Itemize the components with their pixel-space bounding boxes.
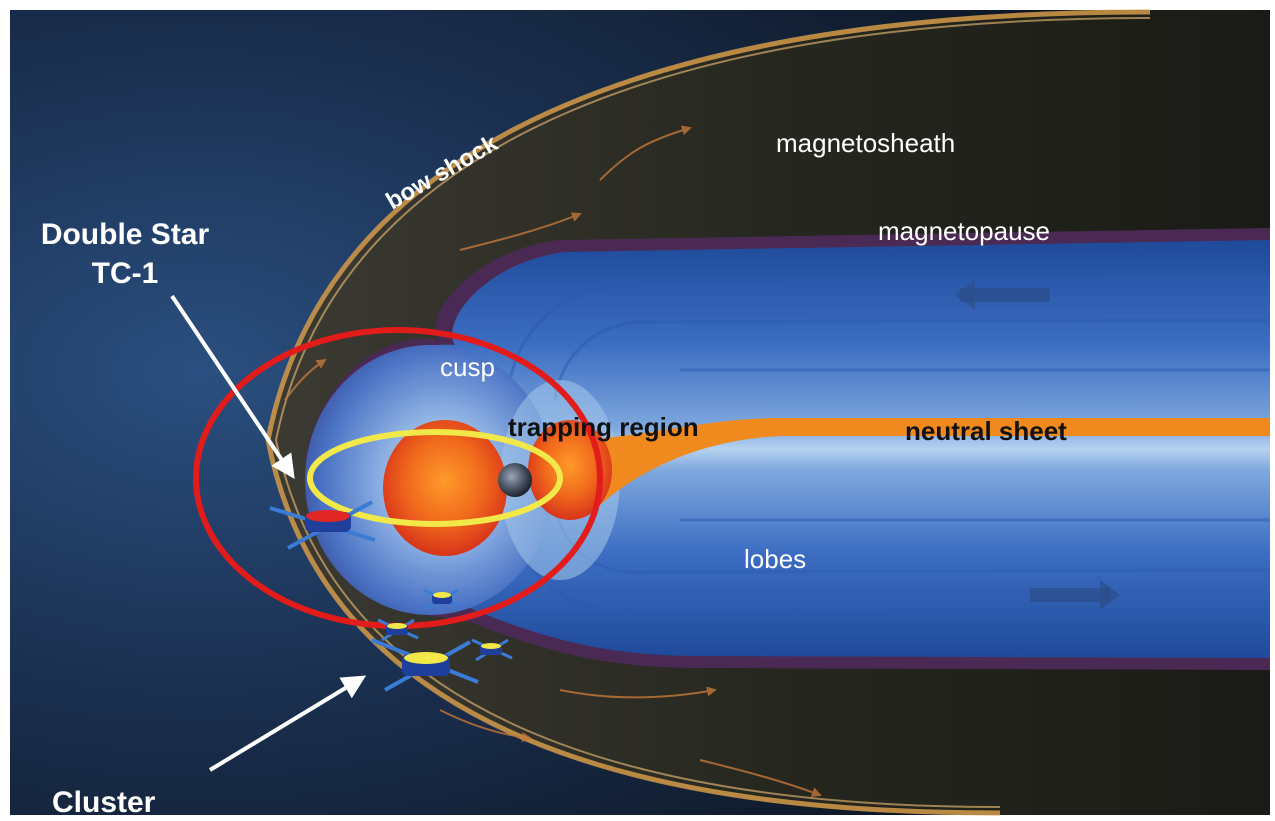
double-star-orbit xyxy=(307,429,563,527)
magnetosheath-label: magnetosheath xyxy=(776,128,955,158)
neutral-sheet xyxy=(560,418,1270,505)
double-star-label-line1: Double Star xyxy=(41,218,210,251)
tail-flow-arrowhead-left xyxy=(955,280,975,310)
magnetopause-label: magnetopause xyxy=(878,216,1050,246)
flow-arrows xyxy=(284,125,822,797)
bow-shock-inner-line xyxy=(274,17,1151,808)
cluster-spacecraft-small-icon xyxy=(471,638,513,662)
cluster-spacecraft-small-icon xyxy=(377,618,419,642)
double-star-spacecraft-icon xyxy=(269,500,376,550)
cluster-spacecraft-icon xyxy=(371,638,479,692)
tail-flow-arrowhead-right xyxy=(1100,580,1120,610)
neutral-sheet-label: neutral sheet xyxy=(905,416,1067,446)
cluster-label: Cluster xyxy=(52,786,156,819)
earth-icon xyxy=(498,463,532,497)
bow-shock-line xyxy=(265,9,1151,816)
cusp-label: cusp xyxy=(440,352,495,382)
double-star-pointer-arrow xyxy=(170,294,295,479)
trapping-region-dayside xyxy=(383,420,507,556)
cluster-spacecraft-small-icon xyxy=(423,588,461,610)
lobes-label: lobes xyxy=(744,544,806,574)
trapping-region-label: trapping region xyxy=(508,412,699,442)
cluster-pointer-arrow xyxy=(208,675,367,772)
double-star-label-line2: TC-1 xyxy=(92,257,159,290)
